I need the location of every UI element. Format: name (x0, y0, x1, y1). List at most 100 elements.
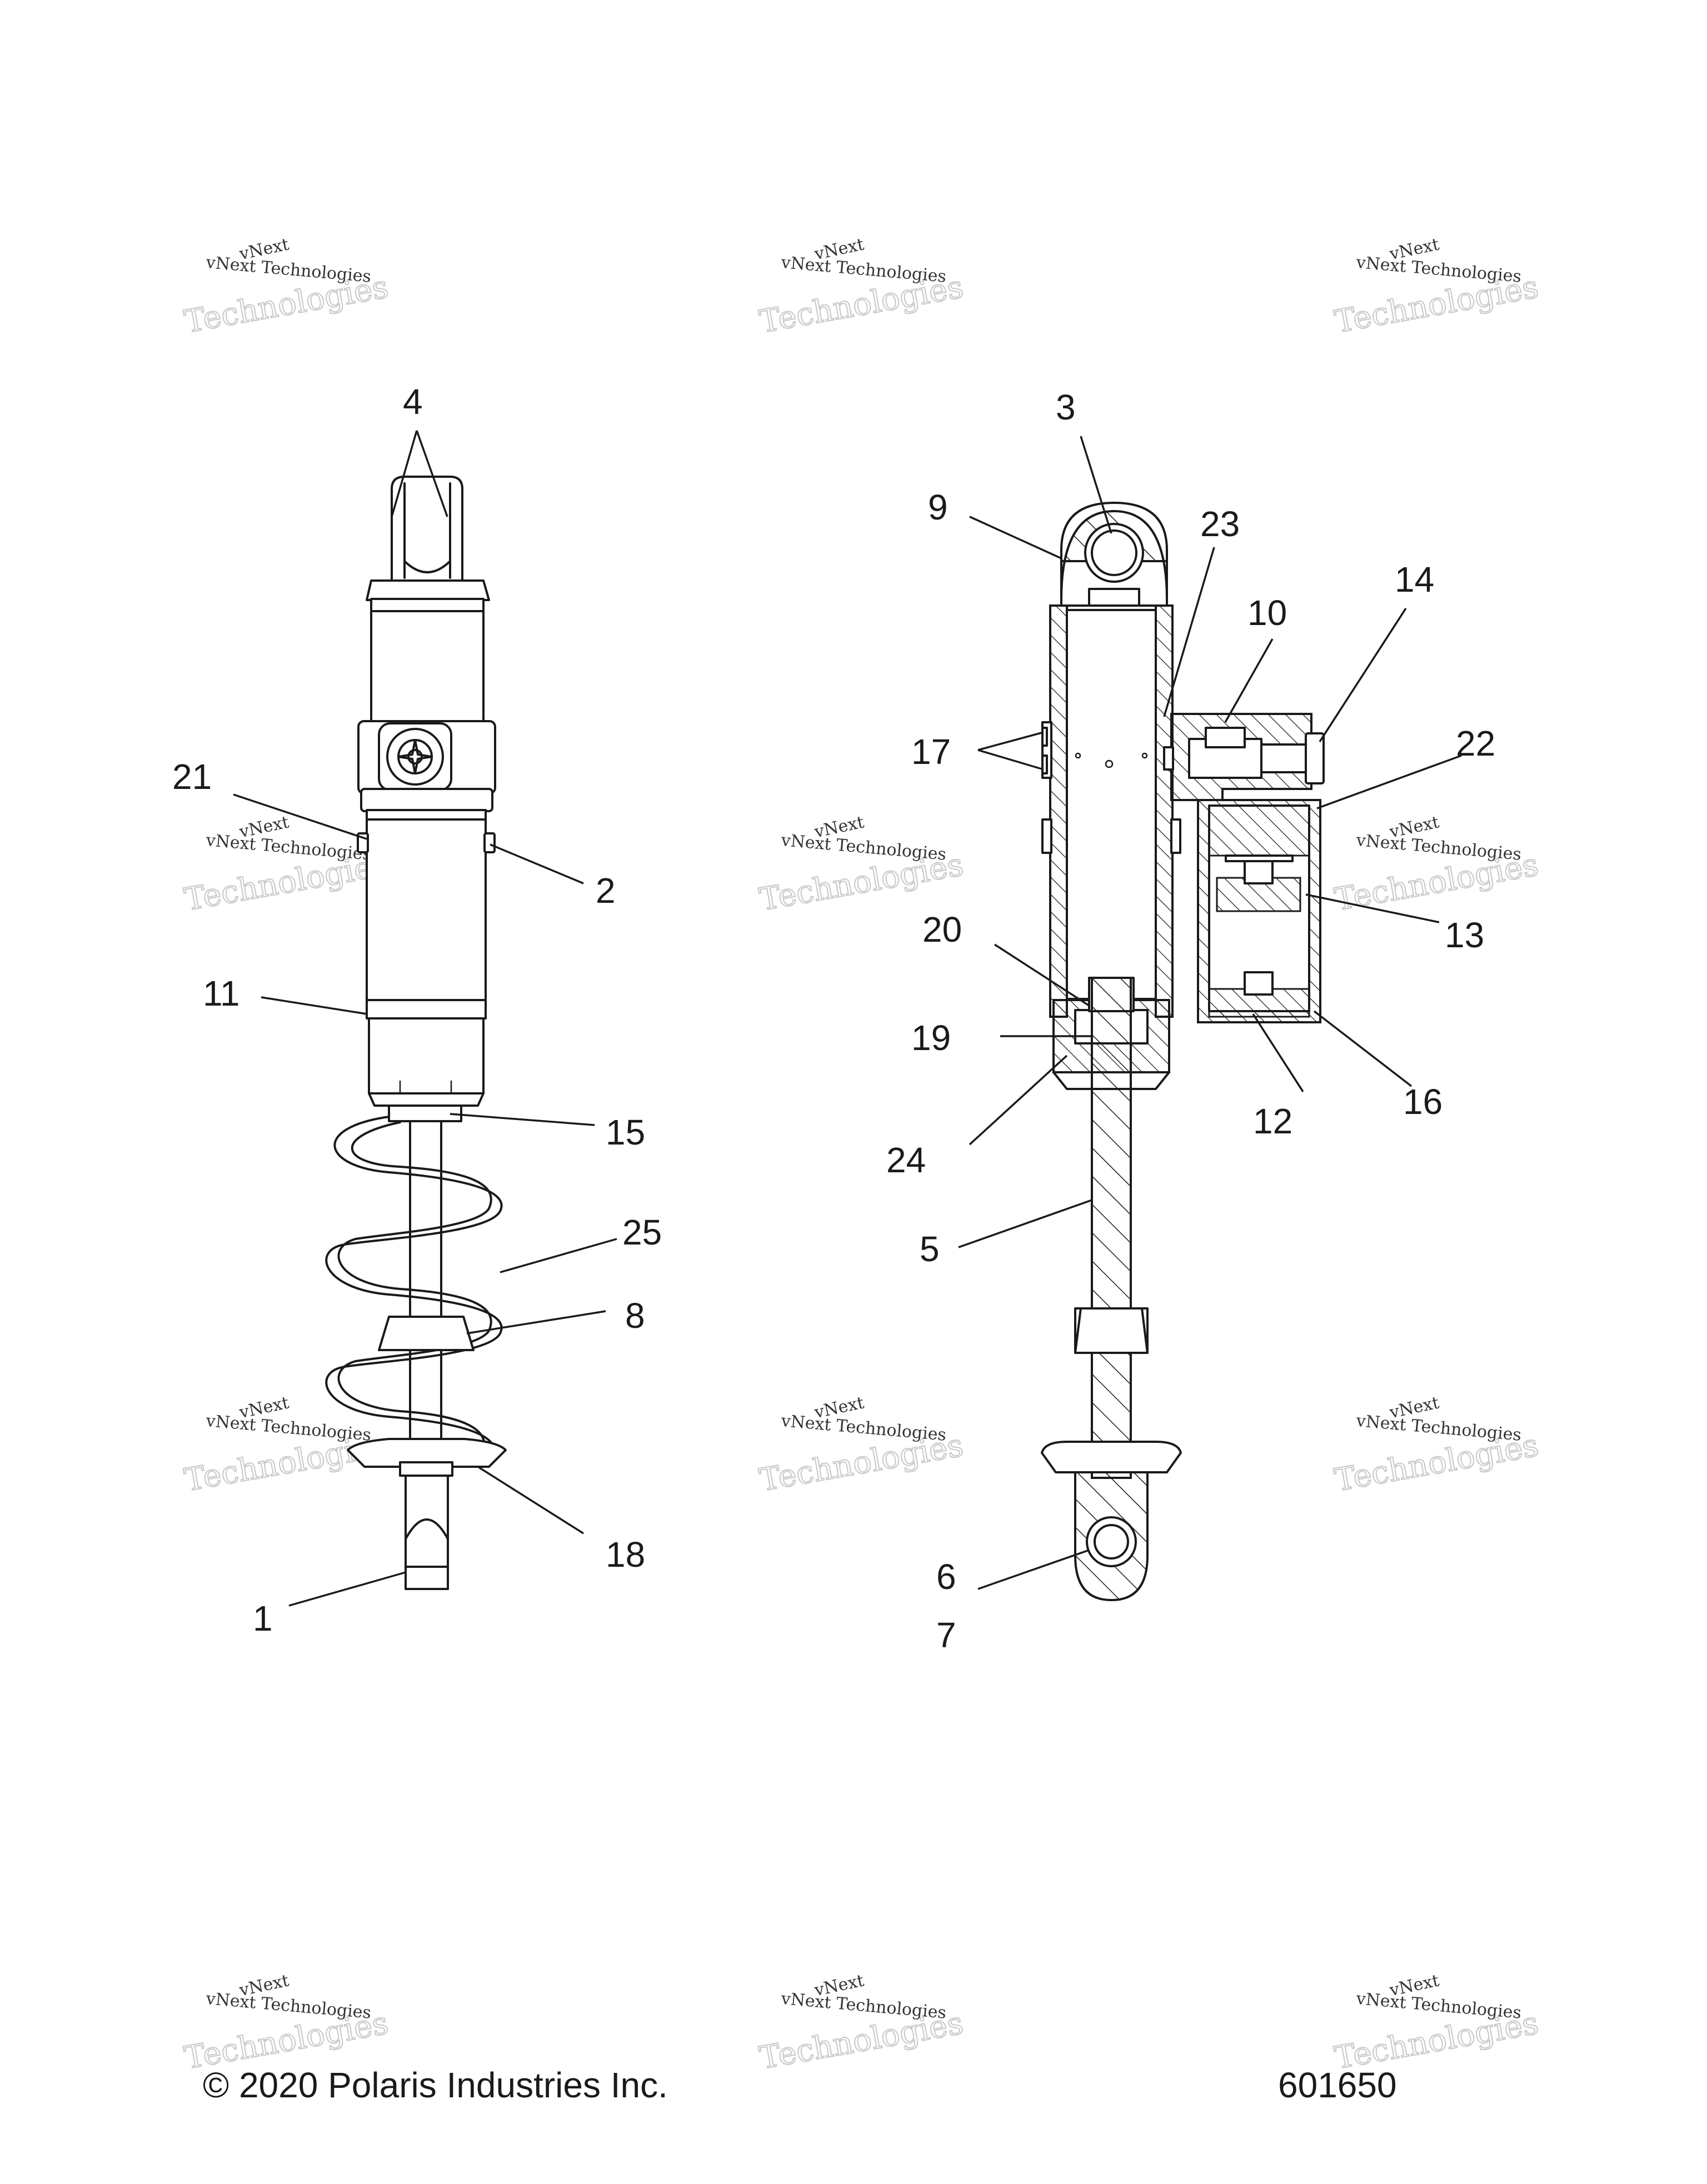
callout-23: 23 (1200, 504, 1240, 544)
callout-10: 10 (1247, 593, 1287, 633)
watermark: Technologies vNext vNext Technologies (1331, 234, 1541, 341)
bottom-eye (405, 1475, 449, 1590)
leader-21 (233, 793, 367, 840)
callout-6: 6 (936, 1557, 956, 1597)
leader-10 (1224, 638, 1274, 723)
watermark-line: vNext Technologies (1355, 1411, 1522, 1445)
watermark: Technologies vNext vNext Technologies (756, 812, 966, 918)
watermark: Technologies vNext vNext Technologies (1331, 1971, 1541, 2077)
leader-17a (977, 731, 1044, 751)
callout-14: 14 (1395, 559, 1434, 599)
callout-11: 11 (203, 973, 239, 1013)
watermark-line: vNext Technologies (204, 1411, 372, 1445)
callout-24: 24 (886, 1140, 926, 1180)
callout-20: 20 (922, 909, 962, 949)
callout-22: 22 (1456, 723, 1495, 763)
callout-1: 1 (253, 1598, 273, 1638)
callout-labels: 4 21 2 11 15 25 8 18 1 3 9 23 10 14 17 2… (172, 382, 1495, 1655)
top-eye-section (1060, 502, 1168, 607)
callout-16: 16 (1403, 1082, 1443, 1122)
callout-19: 19 (911, 1018, 951, 1058)
adjuster-head (357, 720, 496, 812)
leader-13 (1305, 893, 1440, 923)
watermarks: Technologies vNext vNext Technologies Te… (181, 234, 1541, 2077)
bottom-eye-section (1041, 1441, 1182, 1602)
watermark: Technologies vNext vNext Technologies (181, 812, 391, 918)
leader-9 (969, 516, 1062, 559)
reservoir-section (1197, 799, 1321, 1023)
figure-number: 601650 (1278, 2065, 1397, 2105)
upper-body (370, 598, 485, 722)
leader-5 (958, 1199, 1092, 1248)
bump-stop (378, 1316, 475, 1351)
watermark-line: vNext Technologies (1355, 253, 1522, 287)
shaft-section (1074, 977, 1149, 1479)
leader-8 (466, 1310, 606, 1335)
leader-1 (288, 1571, 406, 1607)
watermark-line: vNext Technologies (780, 1411, 947, 1445)
copyright-text: © 2020 Polaris Industries Inc. (203, 2065, 668, 2105)
leader-17b (977, 749, 1044, 771)
watermark: Technologies vNext vNext Technologies (181, 234, 391, 341)
leader-12 (1252, 1013, 1304, 1092)
coil-spring (325, 1116, 503, 1457)
callout-2: 2 (596, 871, 616, 911)
watermark: Technologies vNext vNext Technologies (1331, 812, 1541, 918)
leader-22 (1316, 754, 1462, 809)
lower-spring-retainer (347, 1438, 507, 1477)
leader-23 (1163, 547, 1215, 717)
watermark-line: vNext Technologies (204, 831, 372, 864)
watermark-line: vNext Technologies (780, 1989, 947, 2023)
callout-3: 3 (1056, 387, 1076, 427)
leader-18 (477, 1466, 584, 1535)
leader-24 (969, 1054, 1068, 1146)
leader-4b (416, 430, 448, 517)
leader-15 (450, 1113, 595, 1126)
leader-20 (994, 943, 1090, 1007)
watermark: Technologies vNext vNext Technologies (181, 1971, 391, 2077)
leader-25 (500, 1238, 617, 1273)
watermark: Technologies vNext vNext Technologies (1331, 1393, 1541, 1499)
watermark-line: vNext Technologies (780, 831, 947, 864)
leader-4a (391, 430, 418, 517)
callout-18: 18 (606, 1535, 645, 1575)
leader-16 (1313, 1010, 1412, 1087)
adjuster-bridge-section (1163, 713, 1325, 801)
leader-3 (1080, 436, 1112, 534)
callout-7: 7 (936, 1615, 956, 1655)
callout-5: 5 (920, 1229, 940, 1269)
main-cylinder-section (1041, 604, 1181, 1018)
callout-13: 13 (1445, 915, 1484, 955)
watermark-line: vNext Technologies (1355, 1989, 1522, 2023)
watermark: Technologies vNext vNext Technologies (756, 1971, 966, 2077)
shaft (409, 1120, 442, 1489)
watermark-line: vNext Technologies (780, 253, 947, 287)
callout-21: 21 (172, 757, 212, 797)
shock-exterior-view (325, 476, 507, 1590)
watermark: Technologies vNext vNext Technologies (756, 234, 966, 341)
callout-4: 4 (403, 382, 423, 422)
callout-8: 8 (625, 1296, 645, 1336)
shock-section-view (1041, 502, 1325, 1602)
watermark-line: vNext Technologies (1355, 831, 1522, 864)
leader-6 (977, 1549, 1090, 1590)
callout-15: 15 (606, 1112, 645, 1152)
top-clevis (366, 476, 490, 601)
leader-2 (490, 843, 584, 884)
watermark-line: vNext Technologies (204, 1989, 372, 2023)
lower-body (368, 1017, 485, 1107)
callout-17: 17 (911, 732, 951, 772)
leader-14 (1319, 608, 1407, 742)
callout-12: 12 (1253, 1101, 1292, 1141)
leader-11 (261, 996, 367, 1015)
callout-25: 25 (622, 1212, 662, 1252)
callout-9: 9 (928, 487, 948, 527)
main-body (357, 809, 496, 1019)
leader-lines (233, 430, 1462, 1607)
watermark: Technologies vNext vNext Technologies (756, 1393, 966, 1499)
spring-retainer (388, 1105, 462, 1122)
watermark-line: vNext Technologies (204, 253, 372, 287)
footer: © 2020 Polaris Industries Inc. 601650 (203, 2065, 1397, 2105)
